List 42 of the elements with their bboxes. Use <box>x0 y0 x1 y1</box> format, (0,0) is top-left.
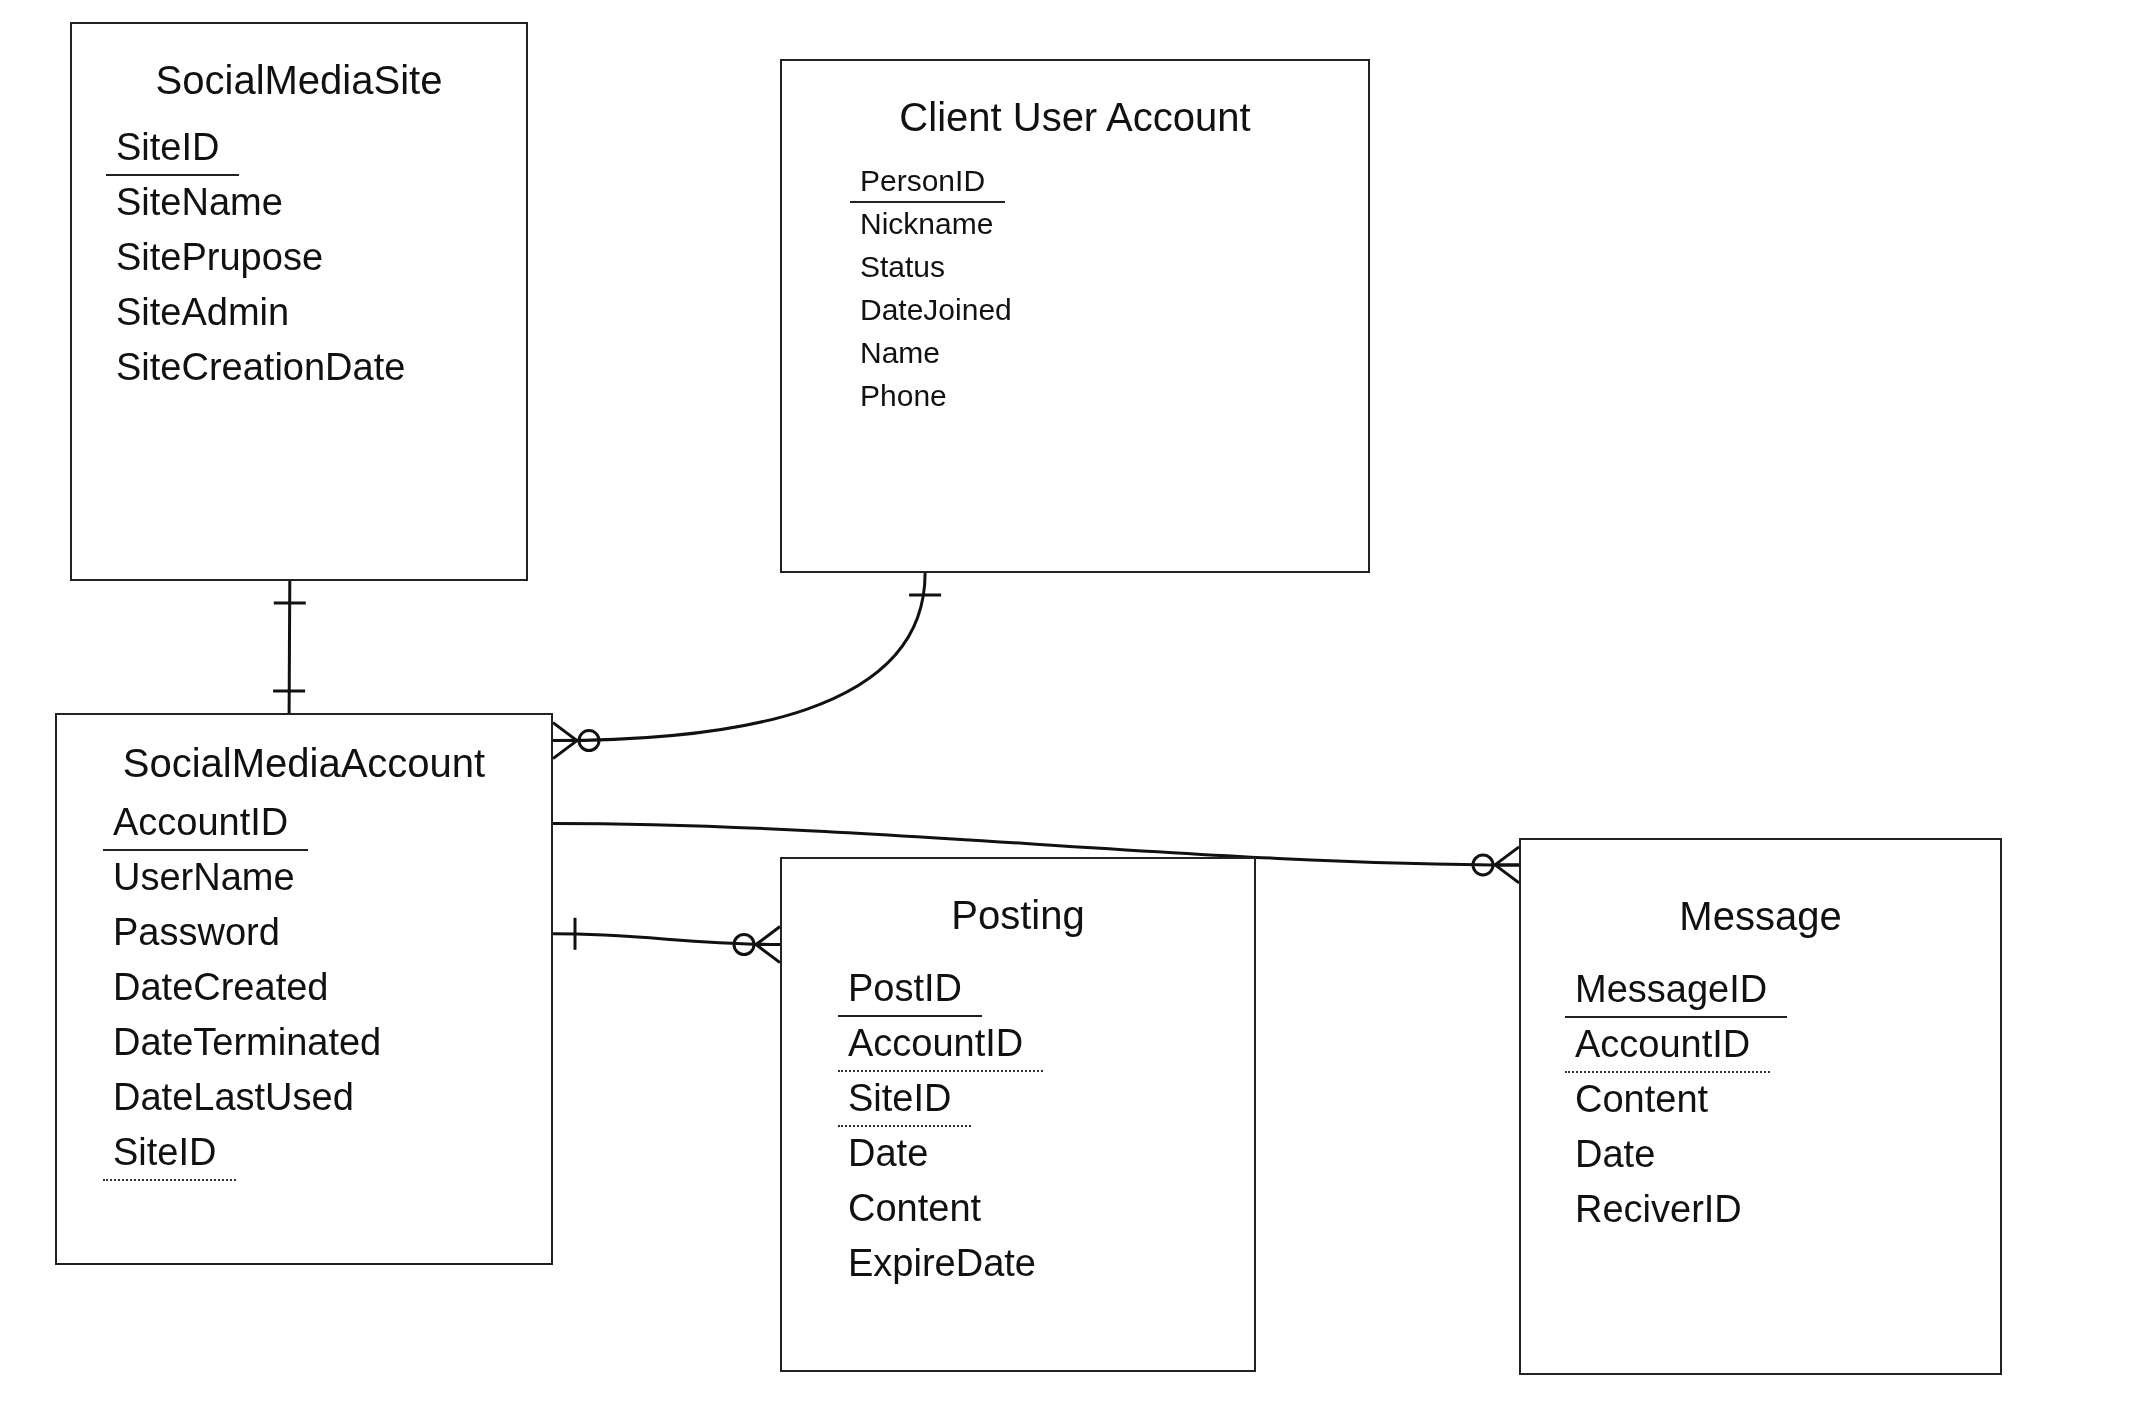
attribute-text: Nickname <box>859 206 995 242</box>
attribute-text: SiteCreationDate <box>115 345 407 390</box>
attribute-text: DateCreated <box>112 965 330 1010</box>
entity-title: SocialMediaAccount <box>122 741 486 786</box>
relationship-line <box>553 821 1521 885</box>
entity-box <box>55 713 553 1265</box>
attribute-text: DateLastUsed <box>112 1075 355 1120</box>
entity-box <box>780 59 1370 573</box>
attribute-text: DateTerminated <box>112 1020 383 1065</box>
attribute-text: AccountID <box>838 1017 1044 1072</box>
attribute-text: SitePrupose <box>115 235 324 280</box>
attribute-text: SiteAdmin <box>115 290 291 335</box>
entity-box <box>780 857 1256 1372</box>
attribute-text: SiteID <box>106 121 240 176</box>
entity-box <box>1519 838 2002 1375</box>
relationship-line <box>553 916 782 964</box>
attribute-text: MessageID <box>1565 963 1788 1018</box>
attribute-text: Name <box>859 335 942 371</box>
entity-box <box>70 22 528 581</box>
attribute-text: DateJoined <box>859 292 1013 328</box>
attribute-text: PersonID <box>850 160 1006 203</box>
attribute-text: ReciverID <box>1574 1187 1743 1232</box>
attribute-text: Content <box>847 1186 983 1231</box>
attribute-text: SiteID <box>103 1126 237 1181</box>
relationship-line <box>271 581 308 713</box>
attribute-text: Password <box>112 910 281 955</box>
attribute-text: Content <box>1574 1077 1710 1122</box>
entity-title: Message <box>1679 894 1842 939</box>
entity-title: SocialMediaSite <box>155 58 443 103</box>
attribute-text: SiteName <box>115 180 284 225</box>
attribute-text: AccountID <box>1565 1018 1771 1073</box>
attribute-text: SiteID <box>838 1072 972 1127</box>
entity-title: Posting <box>951 893 1085 938</box>
attribute-text: Date <box>1574 1132 1657 1177</box>
entity-title: Client User Account <box>899 95 1251 140</box>
attribute-text: AccountID <box>103 796 309 851</box>
attribute-text: ExpireDate <box>847 1241 1037 1286</box>
attribute-text: Phone <box>859 378 948 414</box>
attribute-text: Date <box>847 1131 930 1176</box>
attribute-text: Status <box>859 249 947 285</box>
attribute-text: PostID <box>838 962 983 1017</box>
attribute-text: UserName <box>112 855 296 900</box>
